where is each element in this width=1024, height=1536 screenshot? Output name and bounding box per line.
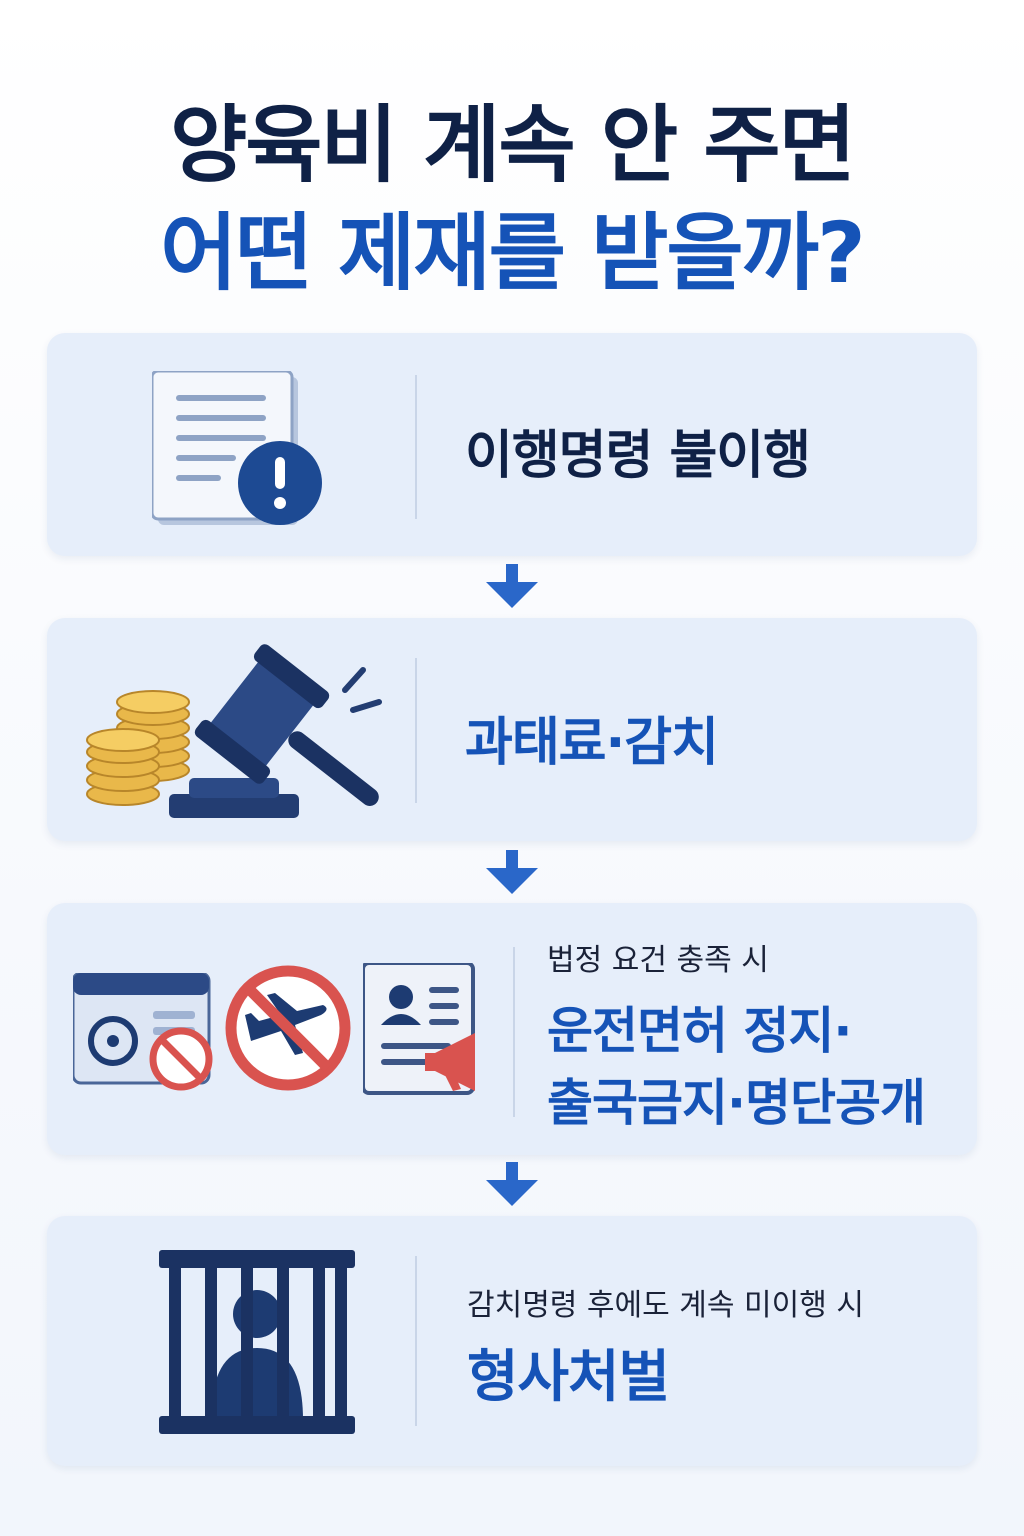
step-3-label-line-2: 출국금지·명단공개 — [547, 1074, 926, 1132]
step-1-label: 이행명령 불이행 — [465, 426, 811, 486]
step-4-condition: 감치명령 후에도 계속 미이행 시 — [467, 1288, 864, 1323]
title-line-1: 양육비 계속 안 주면 — [170, 96, 856, 194]
card-divider — [415, 375, 417, 519]
prison-icon — [159, 1250, 355, 1434]
step-card-2: 과태료·감치 — [47, 618, 977, 841]
arrow-down-icon — [486, 564, 538, 608]
coins-icon — [86, 690, 190, 806]
step-3-label-line-1: 운전면허 정지· — [547, 1002, 852, 1060]
license-suspended-icon — [73, 973, 213, 1091]
document-warning-icon — [152, 371, 322, 525]
step-card-1: 이행명령 불이행 — [47, 333, 977, 556]
step-3-condition: 법정 요건 충족 시 — [547, 943, 769, 978]
step-4-label: 형사처벌 — [467, 1345, 670, 1410]
arrow-down-icon — [486, 850, 538, 894]
step-2-label: 과태료·감치 — [465, 713, 719, 773]
public-notice-icon — [363, 963, 475, 1095]
card-divider — [415, 1256, 417, 1426]
title-line-2: 어떤 제재를 받을까? — [160, 204, 865, 302]
step-card-3: 법정 요건 충족 시 운전면허 정지· 출국금지·명단공개 — [47, 903, 977, 1155]
step-card-4: 감치명령 후에도 계속 미이행 시 형사처벌 — [47, 1216, 977, 1466]
gavel-icon — [169, 644, 382, 818]
card-divider — [513, 947, 515, 1117]
card-divider — [415, 658, 417, 803]
arrow-down-icon — [486, 1162, 538, 1206]
no-flight-icon — [225, 965, 351, 1091]
